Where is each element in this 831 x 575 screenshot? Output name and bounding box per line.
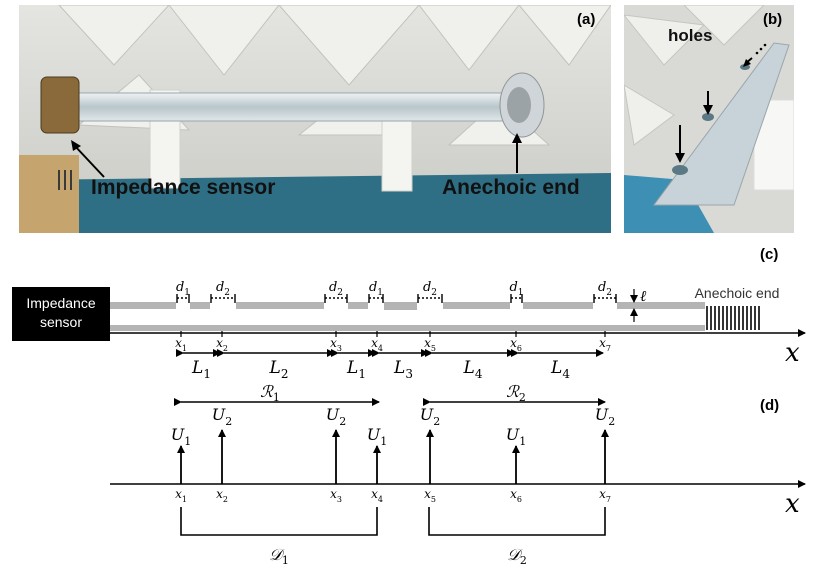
region-r2: ℛ2 — [423, 382, 606, 406]
position-label-d: x2 — [216, 487, 228, 504]
schematic-diagram: (c) Impedance sensor Anechoic end ℓ x d1… — [12, 246, 806, 567]
position-labels-d: x1 x2 x3 x4 x5 x6 x7 — [175, 487, 611, 504]
position-label-c: x3 — [330, 336, 342, 353]
photo-b-tube-holes: (b) holes — [624, 5, 794, 233]
photo-a-illustration — [19, 5, 611, 233]
position-label-c: x6 — [510, 336, 522, 353]
position-label-d: x4 — [371, 487, 383, 504]
segment-label: L4 — [550, 358, 570, 381]
hole-width-label: d2 — [329, 280, 343, 298]
position-label-c: x2 — [216, 336, 228, 353]
domain-d1: 𝒟1 — [180, 507, 378, 567]
position-label-d: x1 — [175, 487, 187, 504]
anechoic-end-caption: Anechoic end — [442, 176, 580, 199]
position-label-c: x4 — [371, 336, 383, 353]
region-r1-label: ℛ1 — [260, 382, 280, 404]
panel-b-tag: (b) — [763, 11, 783, 28]
segment-label: L1 — [346, 358, 366, 381]
anechoic-end-label: Anechoic end — [695, 285, 780, 301]
photo-b-illustration — [624, 5, 794, 233]
panel-a-tag: (a) — [577, 11, 596, 28]
position-label-d: x3 — [330, 487, 342, 504]
domain-d1-label: 𝒟1 — [269, 545, 289, 567]
unit-label: U2 — [595, 405, 615, 428]
position-label-c: x1 — [175, 336, 187, 353]
unit-label: U1 — [171, 425, 191, 448]
position-label-c: x5 — [424, 336, 436, 353]
unit-label: U2 — [326, 405, 346, 428]
anechoic-termination — [706, 306, 760, 330]
hole-width-label: d2 — [216, 280, 230, 298]
unit-label: U1 — [367, 425, 387, 448]
position-label-c: x7 — [599, 336, 611, 353]
position-labels-c: x1 x2 x3 x4 x5 x6 x7 — [175, 331, 611, 353]
unit-label: U2 — [212, 405, 232, 428]
segment-arrows: L1 L2 L1 L3 L4 L4 — [176, 349, 604, 381]
impedance-sensor-box — [12, 287, 110, 341]
unit-label: U1 — [506, 425, 526, 448]
hole-width-label: d2 — [598, 280, 612, 298]
segment-label: L1 — [191, 358, 211, 381]
impedance-sensor-caption: Impedance sensor — [91, 176, 276, 199]
segment-label: L2 — [269, 358, 289, 381]
domain-d2: 𝒟2 — [428, 507, 606, 567]
position-label-d: x5 — [424, 487, 436, 504]
sensor-box-label-line1: Impedance — [26, 295, 95, 311]
domain-d2-label: 𝒟2 — [507, 545, 527, 567]
region-r2-label: ℛ2 — [506, 382, 526, 404]
segment-label: L4 — [463, 358, 483, 381]
position-label-d: x6 — [510, 487, 522, 504]
sensor-box-label-line2: sensor — [40, 314, 82, 330]
hole-width-label: d1 — [509, 280, 523, 298]
hole-markers: d1 d2 d2 d1 d2 d1 d2 — [176, 280, 617, 303]
unit-label: U2 — [420, 405, 440, 428]
holes-caption: holes — [668, 26, 713, 45]
axis-d-label: x — [785, 489, 800, 519]
panel-c-tag: (c) — [760, 246, 778, 263]
position-label-d: x7 — [599, 487, 611, 504]
domain-d2-bracket — [428, 507, 606, 536]
region-r1: ℛ1 — [174, 382, 380, 406]
hole-width-label: d1 — [176, 280, 190, 298]
panel-d-tag: (d) — [760, 397, 779, 414]
duct-upper-wall — [110, 302, 705, 310]
axis-c-label: x — [785, 338, 800, 368]
duct-lower-wall — [110, 325, 705, 331]
hole-width-label: d2 — [423, 280, 437, 298]
segment-label: L3 — [393, 358, 413, 381]
hole-width-label: d1 — [369, 280, 383, 298]
wall-thickness-label: ℓ — [640, 287, 646, 305]
photo-a-impedance-tube: (a) Impedance sensor Anechoic end — [19, 5, 611, 233]
domain-d1-bracket — [180, 507, 378, 536]
